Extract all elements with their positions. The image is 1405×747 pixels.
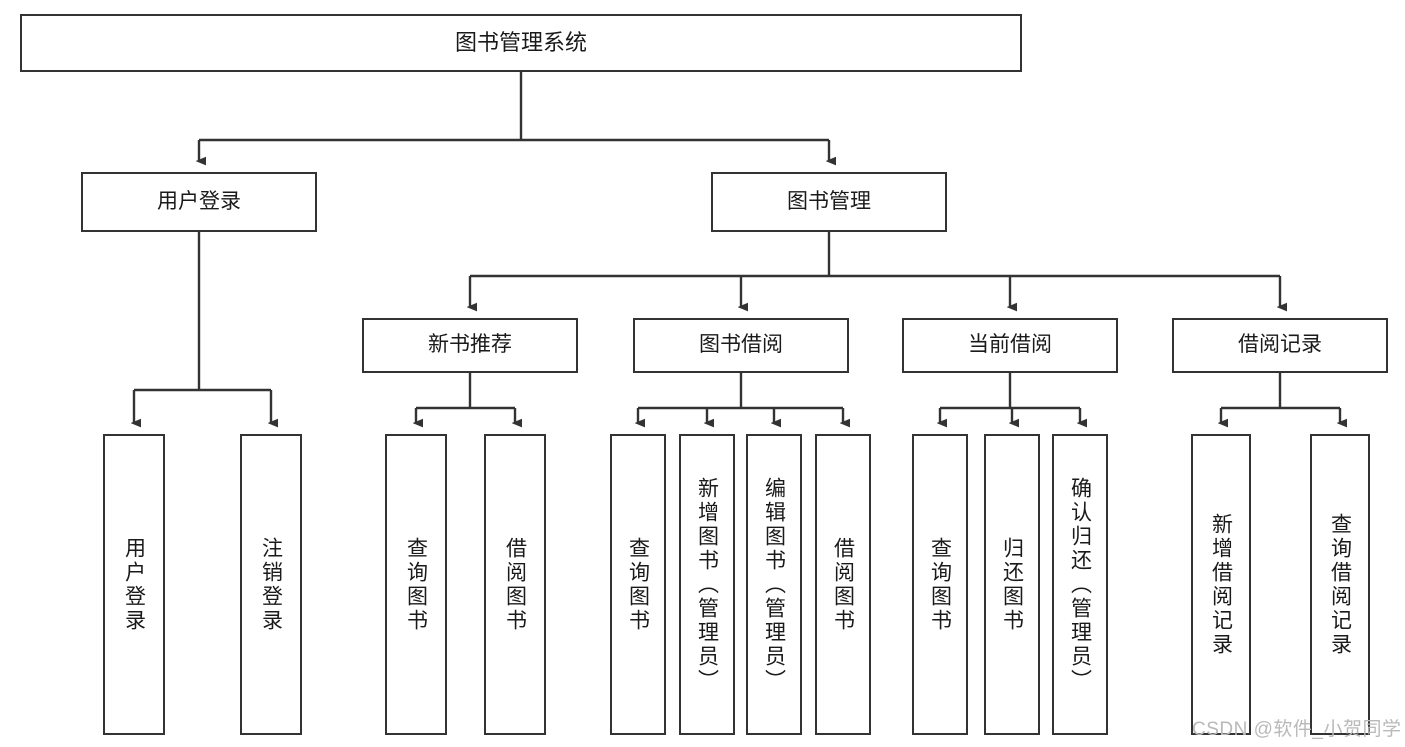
node-login[interactable]: 用户登录 [81,172,317,232]
node-label: 注销登录 [259,536,283,633]
node-label: 新书推荐 [428,333,512,357]
node-leaf-9[interactable]: 查询图书 [912,434,968,735]
node-leaf-10[interactable]: 归还图书 [984,434,1040,735]
node-label: 图书管理系统 [454,30,587,56]
node-label: 图书管理 [787,189,871,213]
node-leaf-3[interactable]: 查询图书 [385,434,447,735]
node-label: 图书借阅 [699,333,783,357]
node-leaf-12[interactable]: 新增借阅记录 [1191,434,1251,735]
node-bookmgmt[interactable]: 图书管理 [711,172,947,232]
node-label: 新增借阅记录 [1209,512,1233,657]
node-leaf-8[interactable]: 借阅图书 [815,434,871,735]
node-leaf-7[interactable]: 编辑图书（管理员） [746,434,802,735]
node-current[interactable]: 当前借阅 [902,318,1118,373]
node-label: 借阅图书 [503,536,527,633]
node-leaf-6[interactable]: 新增图书（管理员） [679,434,735,735]
node-label: 查询图书 [404,536,428,633]
node-label: 借阅记录 [1238,333,1322,357]
node-label: 用户登录 [122,536,146,633]
node-label: 借阅图书 [831,536,855,633]
node-leaf-5[interactable]: 查询图书 [610,434,666,735]
node-label: 查询图书 [928,536,952,633]
node-borrow[interactable]: 图书借阅 [633,318,849,373]
node-leaf-4[interactable]: 借阅图书 [484,434,546,735]
node-label: 编辑图书（管理员） [762,476,786,693]
node-leaf-1[interactable]: 用户登录 [103,434,165,735]
node-root[interactable]: 图书管理系统 [20,14,1022,72]
node-label: 归还图书 [1000,536,1024,633]
node-leaf-13[interactable]: 查询借阅记录 [1310,434,1370,735]
csdn-watermark: CSDN @软件_小贺同学 [1192,719,1402,740]
node-records[interactable]: 借阅记录 [1172,318,1388,373]
node-newbook[interactable]: 新书推荐 [362,318,578,373]
node-leaf-11[interactable]: 确认归还（管理员） [1052,434,1108,735]
node-label: 用户登录 [157,189,241,213]
node-label: 当前借阅 [968,333,1052,357]
node-label: 查询图书 [626,536,650,633]
node-label: 新增图书（管理员） [695,476,719,693]
node-leaf-2[interactable]: 注销登录 [240,434,302,735]
node-label: 确认归还（管理员） [1068,476,1092,693]
node-label: 查询借阅记录 [1328,512,1352,657]
